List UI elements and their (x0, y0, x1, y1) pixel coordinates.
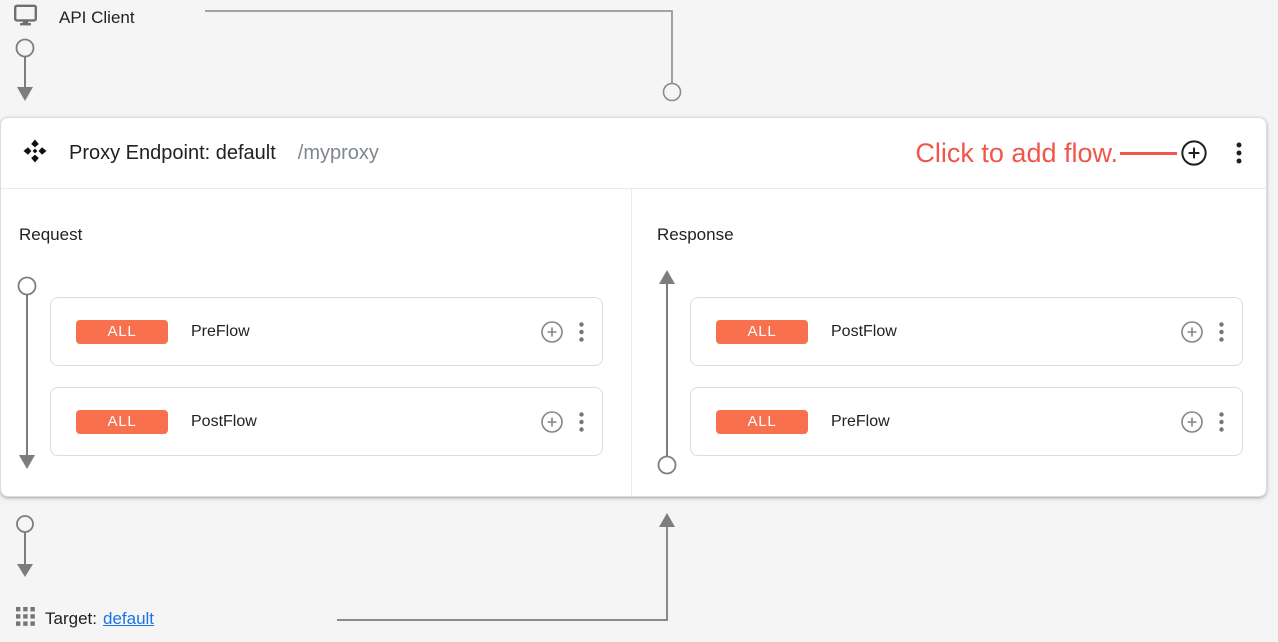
flow-card-response-preflow[interactable]: ALL PreFlow (690, 387, 1243, 456)
proxy-endpoint-body: Request Response (1, 189, 1266, 496)
flow-name: PreFlow (191, 322, 250, 340)
target-label: Target: (45, 609, 97, 628)
kebab-menu-icon (579, 321, 584, 342)
monitor-icon (12, 2, 39, 33)
request-column: Request (1, 189, 632, 496)
plus-circle-icon (1181, 320, 1203, 343)
api-client: API Client (12, 2, 135, 33)
target-default-link[interactable]: default (102, 609, 155, 628)
add-policy-button[interactable] (540, 410, 564, 434)
annotation-arrow-line (1120, 151, 1177, 155)
add-policy-button[interactable] (1180, 320, 1204, 344)
kebab-menu-icon (1219, 321, 1224, 342)
panel-title: Proxy Endpoint: default (69, 141, 276, 164)
condition-badge: ALL (716, 409, 808, 434)
request-label: Request (19, 225, 83, 244)
annotation-click-to-add-flow: Click to add flow. (915, 137, 1118, 168)
plus-circle-icon (1181, 140, 1207, 166)
flow-name: PostFlow (831, 322, 897, 340)
target-endpoint: Target: default (16, 607, 154, 631)
condition-badge: ALL (716, 319, 808, 344)
add-policy-button[interactable] (540, 320, 564, 344)
response-column: Response (632, 189, 1266, 496)
response-label: Response (657, 225, 734, 244)
flow-menu-button[interactable] (579, 321, 584, 342)
kebab-menu-icon (1219, 411, 1224, 432)
proxy-endpoint-header: Proxy Endpoint: default /myproxy Click t… (1, 118, 1266, 189)
add-policy-button[interactable] (1180, 410, 1204, 434)
flow-name: PreFlow (831, 412, 890, 430)
kebab-menu-icon (1236, 142, 1242, 164)
flow-card-request-postflow[interactable]: ALL PostFlow (50, 387, 603, 456)
kebab-menu-icon (579, 411, 584, 432)
endpoint-menu-button[interactable] (1236, 142, 1242, 164)
proxy-basepath: /myproxy (297, 141, 379, 164)
flow-menu-button[interactable] (1219, 321, 1224, 342)
flow-menu-button[interactable] (579, 411, 584, 432)
plus-circle-icon (541, 320, 563, 343)
condition-badge: ALL (76, 319, 168, 344)
flow-menu-button[interactable] (1219, 411, 1224, 432)
condition-badge: ALL (76, 409, 168, 434)
plus-circle-icon (1181, 410, 1203, 433)
grid-icon (16, 607, 35, 631)
flow-card-response-postflow[interactable]: ALL PostFlow (690, 297, 1243, 366)
add-flow-button[interactable] (1180, 139, 1208, 167)
flow-name: PostFlow (191, 412, 257, 430)
flow-card-request-preflow[interactable]: ALL PreFlow (50, 297, 603, 366)
api-client-label: API Client (59, 7, 135, 27)
plus-circle-icon (541, 410, 563, 433)
proxy-endpoint-icon (23, 139, 47, 168)
